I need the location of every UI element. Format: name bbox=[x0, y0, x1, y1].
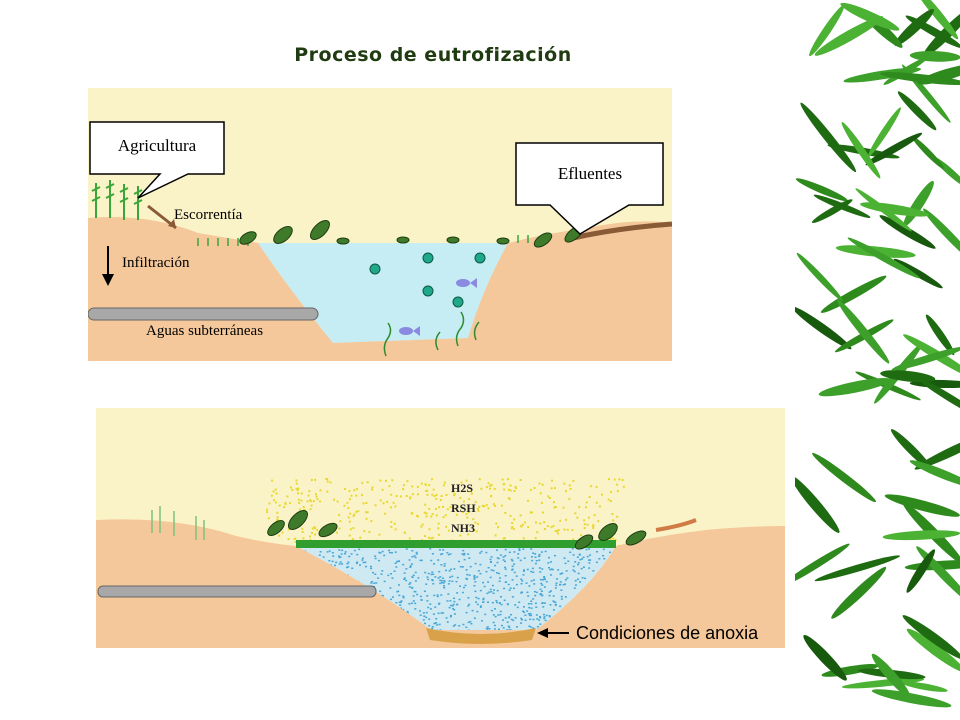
aguas-label: Aguas subterráneas bbox=[146, 323, 263, 339]
surface-plants bbox=[267, 510, 647, 550]
page-title: Proceso de eutrofización bbox=[294, 44, 572, 66]
bamboo-decoration bbox=[795, 0, 960, 708]
fish bbox=[399, 278, 477, 336]
algal-bloom-surface bbox=[296, 540, 616, 548]
algae-cells bbox=[369, 252, 486, 308]
groundwater-layer bbox=[97, 585, 377, 598]
soil-right bbox=[536, 526, 785, 648]
efluentes-callout bbox=[515, 142, 664, 235]
soil-left bbox=[88, 217, 333, 361]
bottom-weeds bbox=[383, 311, 480, 357]
lake-water bbox=[296, 546, 616, 630]
gas-nh3-label: NH3 bbox=[451, 521, 475, 535]
agricultura-callout bbox=[89, 121, 225, 199]
anoxic-sediment bbox=[426, 628, 536, 644]
gas-rsh-label: RSH bbox=[451, 501, 476, 515]
soil-right bbox=[468, 221, 672, 361]
lake-water bbox=[258, 243, 508, 343]
anoxia-label: Condiciones de anoxia bbox=[576, 623, 759, 643]
crop-plants bbox=[91, 180, 143, 220]
agricultura-label: Agricultura bbox=[118, 136, 197, 155]
escorrentia-label: Escorrentía bbox=[174, 207, 243, 223]
effluent-stream bbox=[572, 221, 672, 241]
groundwater-layer bbox=[88, 307, 319, 321]
eutrophication-stage-1-diagram: Agricultura Efluentes Escorrentía Infilt… bbox=[88, 88, 672, 361]
soil-bottom bbox=[333, 338, 468, 361]
infiltracion-label: Infiltración bbox=[122, 255, 190, 271]
eutrophication-stage-2-diagram: H2S RSH NH3 Condiciones de anoxia bbox=[96, 408, 785, 648]
gas-h2s-label: H2S bbox=[451, 481, 473, 495]
dead-reeds bbox=[151, 506, 205, 540]
soil-left bbox=[96, 519, 431, 648]
efluentes-label: Efluentes bbox=[558, 164, 622, 183]
